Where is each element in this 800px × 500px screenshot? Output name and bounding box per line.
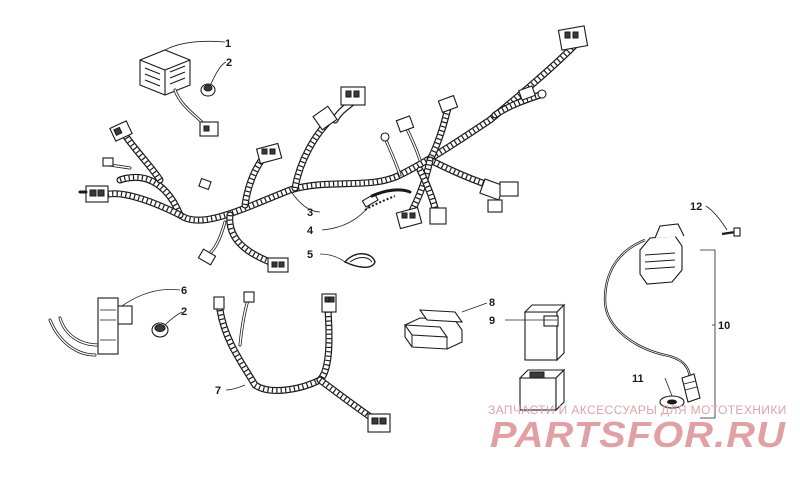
callout-9: 9	[489, 315, 495, 327]
callout-3: 3	[307, 207, 313, 219]
callout-7: 6	[181, 285, 187, 297]
callout-1: 1	[225, 38, 231, 50]
callout-11: 11	[632, 373, 644, 385]
cable-tie	[364, 195, 396, 211]
screw	[721, 227, 741, 237]
callout-12: 12	[690, 201, 702, 213]
cdi-module	[518, 303, 566, 412]
watermark-logo: PARTSFOR.RU	[490, 414, 786, 454]
voltage-regulator	[139, 49, 219, 137]
ignition-coil	[603, 223, 701, 403]
harness-clamp	[343, 253, 376, 268]
callout-6: 7	[215, 385, 221, 397]
relay	[403, 309, 464, 350]
watermark-subtitle: ЗАПЧАСТИ И АКСЕССУАРЫ ДЛЯ МОТОТЕХНИКИ	[488, 403, 787, 417]
callout-leaders	[121, 40, 728, 419]
callout-2b: 2	[181, 306, 187, 318]
svg-text:PARTSFOR.RU: PARTSFOR.RU	[490, 414, 786, 454]
switch-assembly	[48, 297, 133, 357]
nut-lower	[151, 322, 169, 338]
main-wiring-harness	[78, 25, 589, 273]
nut-upper	[200, 83, 216, 97]
callout-2a: 2	[226, 57, 232, 69]
sub-wiring-harness	[213, 291, 391, 433]
callout-4: 4	[307, 225, 314, 237]
callout-10: 10	[718, 320, 730, 332]
callout-8: 8	[489, 297, 495, 309]
callout-5: 5	[307, 249, 313, 261]
